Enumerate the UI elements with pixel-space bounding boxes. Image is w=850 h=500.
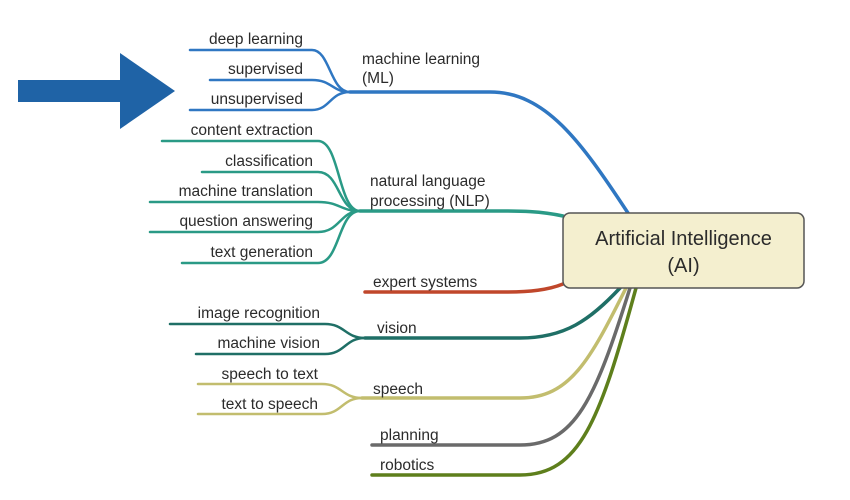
leaf-speech-to-text: speech to text bbox=[221, 366, 318, 383]
leaf-classification: classification bbox=[225, 153, 313, 170]
root-node: Artificial Intelligence (AI) bbox=[562, 212, 805, 289]
branch-label-nlp-2: processing (NLP) bbox=[370, 193, 490, 210]
branch-planning: planning bbox=[370, 286, 632, 447]
root-label-line2: (AI) bbox=[667, 255, 699, 277]
leaf-machine-vision: machine vision bbox=[217, 335, 320, 352]
edge-planning bbox=[370, 286, 632, 447]
leaf-image-recognition: image recognition bbox=[198, 305, 320, 322]
edge-vision-main bbox=[363, 286, 622, 340]
branch-expert-systems: expert systems bbox=[363, 274, 565, 294]
branch-robotics: robotics bbox=[370, 286, 638, 477]
leaf-text-generation: text generation bbox=[210, 244, 313, 261]
branch-label-ml-2: (ML) bbox=[362, 70, 394, 87]
edge-expert-systems bbox=[363, 282, 565, 294]
edge-content-extraction bbox=[160, 139, 362, 213]
edge-unsupervised bbox=[188, 90, 352, 112]
branch-machine-learning: machine learning (ML) deep learning supe… bbox=[188, 31, 630, 215]
edge-ml-main bbox=[348, 90, 630, 215]
root-label-line1: Artificial Intelligence bbox=[595, 228, 772, 250]
branch-label-ml-1: machine learning bbox=[362, 51, 480, 68]
edge-machine-vision bbox=[194, 336, 367, 356]
leaf-supervised: supervised bbox=[228, 61, 303, 78]
leaf-question-answering: question answering bbox=[179, 213, 313, 230]
edge-text-generation bbox=[180, 209, 362, 265]
leaf-content-extraction: content extraction bbox=[191, 122, 313, 139]
edge-nlp-main bbox=[358, 209, 565, 218]
leaf-machine-translation: machine translation bbox=[179, 183, 313, 200]
branch-nlp: natural language processing (NLP) conten… bbox=[148, 122, 565, 265]
branch-label-speech: speech bbox=[373, 381, 423, 398]
edge-robotics bbox=[370, 286, 638, 477]
branch-label-nlp-1: natural language bbox=[370, 173, 486, 190]
branch-label-robotics: robotics bbox=[380, 457, 435, 474]
edge-machine-translation bbox=[148, 200, 362, 213]
branch-speech: speech speech to text text to speech bbox=[196, 286, 628, 416]
leaf-text-to-speech: text to speech bbox=[221, 396, 318, 413]
branch-vision: vision image recognition machine vision bbox=[168, 286, 622, 356]
leaf-deep-learning: deep learning bbox=[209, 31, 303, 48]
leaf-unsupervised: unsupervised bbox=[211, 91, 303, 108]
branch-label-expert-systems: expert systems bbox=[373, 274, 477, 291]
edge-speech-main bbox=[360, 286, 628, 400]
edge-text-to-speech bbox=[196, 396, 364, 416]
right-arrow-icon bbox=[18, 53, 175, 129]
root-node-box bbox=[562, 212, 805, 289]
branch-label-planning: planning bbox=[380, 427, 439, 444]
branch-label-vision: vision bbox=[377, 320, 417, 337]
